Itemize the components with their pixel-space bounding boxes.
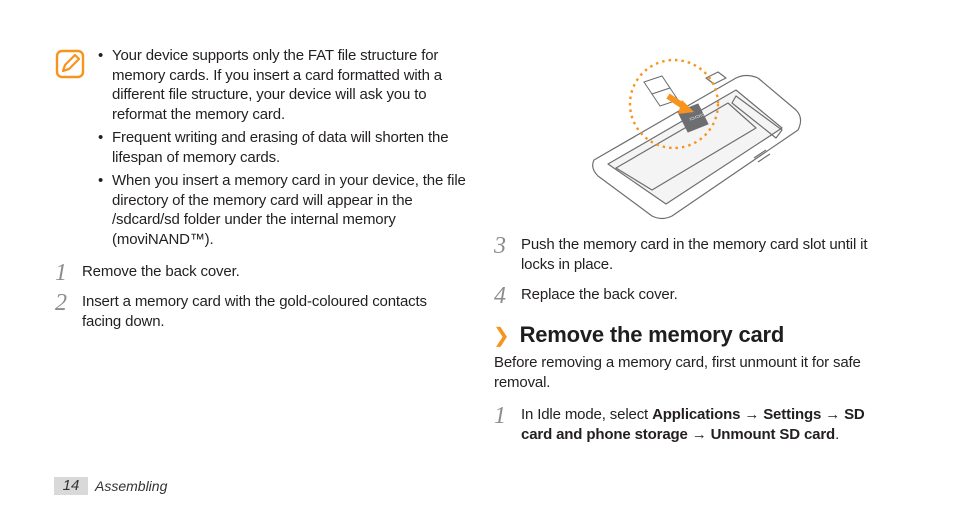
step-text-prefix: In Idle mode, select: [521, 406, 653, 423]
step-text: Remove the back cover.: [82, 263, 240, 280]
step-text: Push the memory card in the memory card …: [521, 236, 868, 273]
note-pencil-icon: [55, 49, 85, 79]
note-bullet-list: Your device supports only the FAT file s…: [96, 46, 468, 253]
arrow: →: [740, 406, 764, 423]
svg-text:▭▭▭: ▭▭▭: [689, 111, 707, 123]
step-number: 3: [494, 233, 506, 259]
section-title-text: Remove the memory card: [519, 322, 785, 347]
menu-path-settings: Settings: [763, 406, 822, 423]
section-heading: ❯ Remove the memory card: [493, 322, 784, 348]
page-number: 14: [54, 477, 88, 495]
note-bullet: Your device supports only the FAT file s…: [96, 46, 468, 124]
menu-path-applications: Applications: [652, 406, 741, 423]
step-text: Insert a memory card with the gold-colou…: [82, 293, 427, 330]
menu-path-unmount-sd-card: Unmount SD card: [710, 426, 836, 443]
menu-path-sd-card-storage: SD card and phone storage: [521, 406, 865, 443]
memory-card-insertion-illustration: ▭▭▭: [592, 58, 802, 220]
step-text: Replace the back cover.: [521, 286, 678, 303]
section-intro: Before removing a memory card, first unm…: [494, 354, 861, 391]
step-number: 1: [55, 260, 67, 286]
step-text-suffix: .: [835, 426, 840, 443]
note-bullet: Frequent writing and erasing of data wil…: [96, 128, 468, 167]
note-bullet: When you insert a memory card in your de…: [96, 171, 468, 249]
step-number: 2: [55, 290, 67, 316]
step-number: 4: [494, 283, 506, 309]
chevron-right-icon: ❯: [493, 325, 510, 347]
step-number: 1: [494, 403, 506, 429]
arrow: →: [687, 426, 711, 443]
arrow: →: [821, 406, 845, 423]
step-text: In Idle mode, select Applications → Sett…: [521, 405, 891, 445]
section-label: Assembling: [95, 478, 168, 494]
